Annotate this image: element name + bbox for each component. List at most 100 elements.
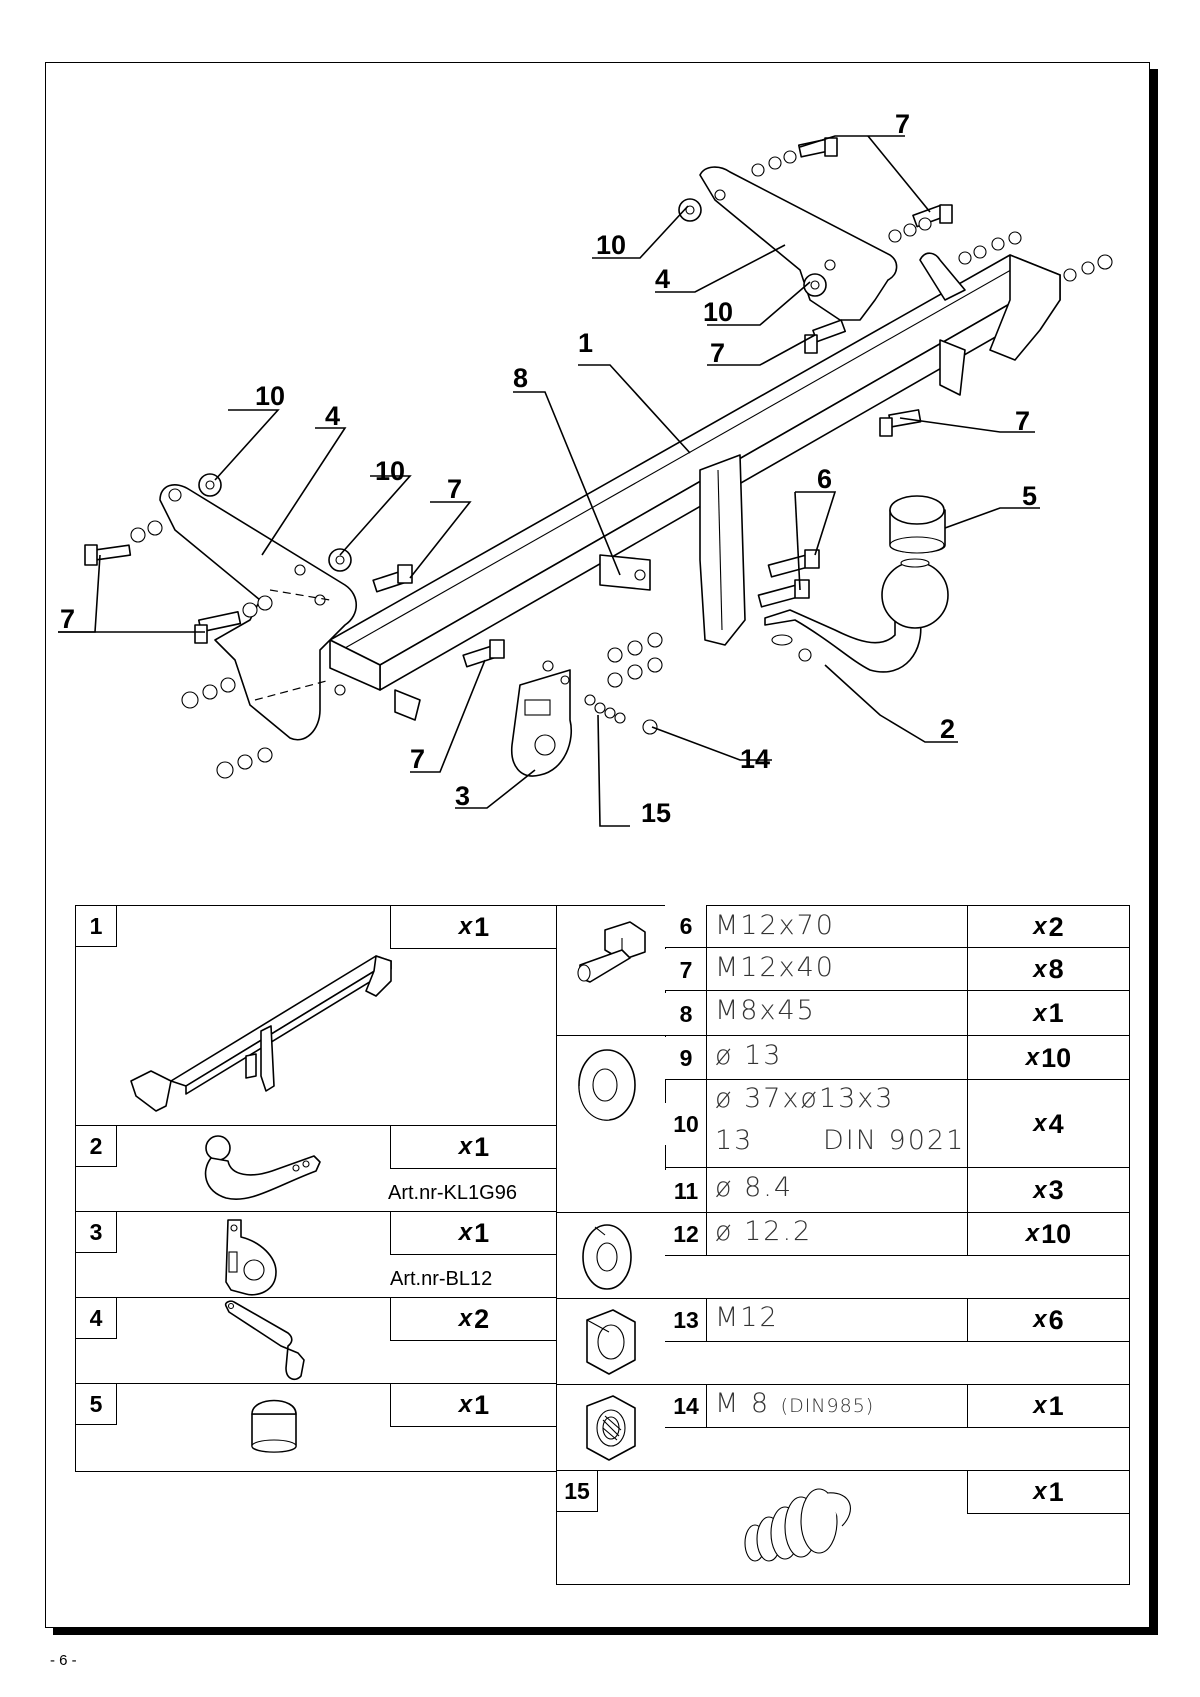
callout-7: 7 bbox=[1015, 406, 1030, 436]
bolt-icon bbox=[577, 921, 646, 983]
part-number: 2 bbox=[75, 1125, 117, 1167]
qty-value: 6 bbox=[1048, 1304, 1064, 1335]
socket-plate-icon bbox=[225, 1219, 277, 1296]
article-number: Art.nr-KL1G96 bbox=[388, 1182, 517, 1204]
spec-text: DIN 9021 bbox=[823, 1125, 966, 1156]
spec-text: M12x70 bbox=[715, 910, 835, 941]
part-number: 15 bbox=[556, 1470, 598, 1512]
callout-4: 4 bbox=[655, 264, 670, 294]
qty-value: 4 bbox=[1048, 1108, 1064, 1139]
callout-labels: 7 10 4 10 7 1 8 7 10 4 10 7 6 5 7 7 2 14… bbox=[60, 109, 1037, 828]
part-number: 14 bbox=[665, 1385, 707, 1427]
exploded-assembly-drawing: 7 10 4 10 7 1 8 7 10 4 10 7 6 5 7 7 2 14… bbox=[58, 109, 1113, 828]
towball-icon bbox=[204, 1135, 321, 1200]
callout-2: 2 bbox=[940, 714, 955, 744]
callout-10: 10 bbox=[596, 230, 626, 260]
spec-text: ø 8.4 bbox=[715, 1172, 794, 1203]
bolt-icon bbox=[84, 544, 132, 566]
qty-prefix: x bbox=[1033, 955, 1047, 983]
qty-prefix: x bbox=[1033, 1478, 1047, 1505]
qty-value: 1 bbox=[1048, 998, 1064, 1028]
leader-lines bbox=[58, 135, 1040, 827]
callout-7: 7 bbox=[895, 109, 910, 139]
callout-10: 10 bbox=[255, 381, 285, 411]
part-5-cell bbox=[75, 1383, 558, 1472]
bolt-icon bbox=[797, 137, 838, 158]
spec-main: M 8 bbox=[715, 1388, 771, 1419]
side-plate-left bbox=[159, 484, 358, 741]
qty-prefix: x bbox=[458, 913, 473, 940]
callout-5: 5 bbox=[1022, 481, 1037, 511]
qty-prefix: x bbox=[1033, 1306, 1047, 1333]
callout-7: 7 bbox=[410, 744, 425, 774]
qty-prefix: x bbox=[1033, 1392, 1047, 1419]
bolt-icon bbox=[879, 409, 922, 437]
callout-4: 4 bbox=[325, 401, 340, 431]
crossbar-icon bbox=[130, 955, 392, 1112]
qty-prefix: x bbox=[1033, 999, 1047, 1027]
qty-value: 1 bbox=[474, 1389, 490, 1420]
qty-value: 1 bbox=[474, 1131, 490, 1162]
spec-box bbox=[706, 1298, 969, 1342]
side-plate-icon bbox=[224, 1300, 305, 1381]
ball-cap-part-5 bbox=[889, 495, 946, 554]
callout-7: 7 bbox=[710, 338, 725, 368]
qty-value: 3 bbox=[1048, 1175, 1064, 1205]
bolt-icon bbox=[194, 611, 242, 644]
part-number: 6 bbox=[665, 905, 707, 947]
center-bracket bbox=[599, 454, 746, 646]
part-number: 8 bbox=[665, 993, 707, 1035]
spec-text: ø 12.2 bbox=[715, 1216, 813, 1247]
spec-text: 13 bbox=[715, 1125, 754, 1156]
washers-and-nuts bbox=[130, 150, 1113, 779]
qty-prefix: x bbox=[458, 1391, 473, 1418]
qty-value: 1 bbox=[474, 1217, 490, 1248]
bolt-icon bbox=[462, 639, 505, 668]
part-number: 4 bbox=[75, 1297, 117, 1339]
qty-value: 10 bbox=[1041, 1042, 1072, 1073]
callout-1: 1 bbox=[578, 328, 593, 358]
callout-15: 15 bbox=[641, 798, 671, 828]
callout-10: 10 bbox=[375, 456, 405, 486]
qty-prefix: x bbox=[1025, 1044, 1040, 1071]
bolt-icon bbox=[757, 579, 810, 608]
part-number: 13 bbox=[665, 1299, 707, 1341]
qty-prefix: x bbox=[458, 1133, 473, 1160]
article-number: Art.nr-BL12 bbox=[390, 1268, 493, 1290]
qty-value: 1 bbox=[474, 911, 490, 942]
qty-prefix: x bbox=[1033, 1176, 1047, 1204]
spec-text: ø 37xø13x3 bbox=[715, 1083, 895, 1114]
qty-value: 2 bbox=[1048, 911, 1064, 942]
spec-text: M 8 (DIN985) bbox=[715, 1388, 874, 1419]
lock-nut-icon bbox=[586, 1395, 636, 1461]
qty-prefix: x bbox=[1025, 1220, 1040, 1247]
callout-8: 8 bbox=[513, 363, 528, 393]
spec-text: ø 13 bbox=[715, 1040, 783, 1071]
page-number: - 6 - bbox=[50, 1652, 77, 1669]
bolt-icon bbox=[372, 564, 413, 593]
spring-icon bbox=[744, 1488, 851, 1562]
spec-box bbox=[706, 947, 969, 992]
bolts bbox=[84, 137, 953, 668]
spec-text: M12x40 bbox=[715, 952, 835, 983]
part-number: 12 bbox=[665, 1213, 707, 1255]
qty-prefix: x bbox=[1033, 913, 1047, 940]
ball-cap-icon bbox=[251, 1399, 297, 1453]
part-number: 11 bbox=[665, 1170, 707, 1212]
part-number: 10 bbox=[665, 1103, 707, 1145]
part-number: 9 bbox=[665, 1037, 707, 1079]
callout-7: 7 bbox=[60, 604, 75, 634]
